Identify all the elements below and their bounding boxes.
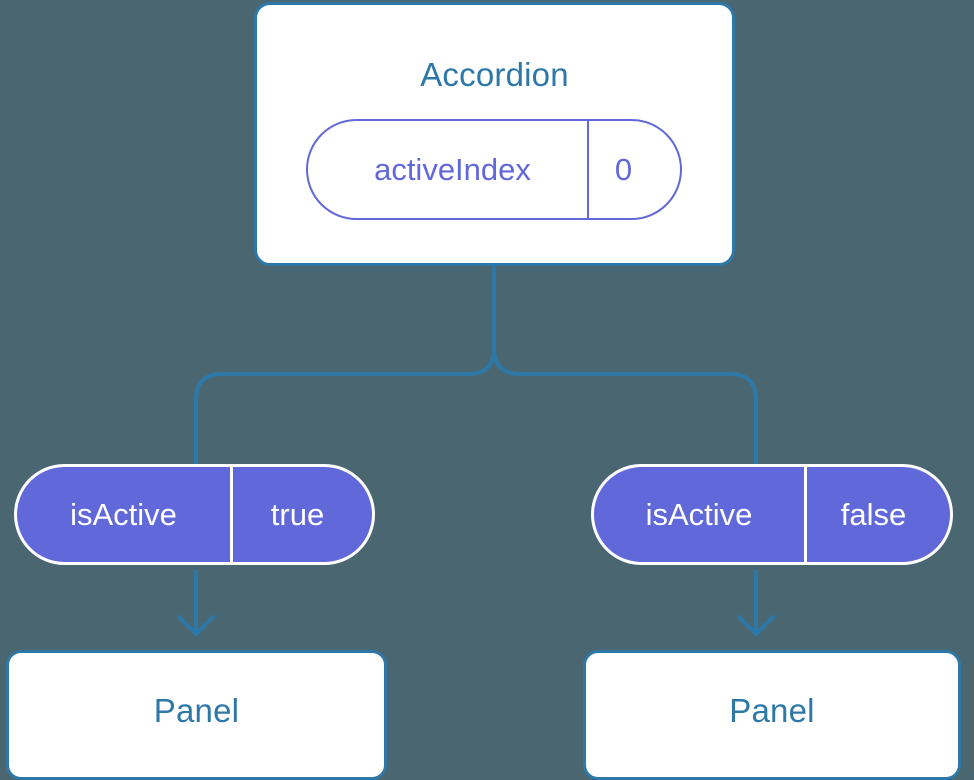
prop-pill-is-active-false-value: false [840, 496, 907, 532]
arrow-down-icon-right [737, 615, 775, 636]
prop-pill-active-index-value: 0 [614, 151, 633, 187]
prop-pill-active-index-key: activeIndex [308, 121, 589, 218]
node-accordion-title: Accordion [420, 56, 569, 93]
connector-branch-left [194, 346, 496, 466]
prop-pill-is-active-false-key: isActive [594, 467, 807, 562]
prop-pill-is-active-false[interactable]: isActive false [591, 464, 953, 565]
arrow-down-icon-left [177, 615, 215, 636]
node-panel-right[interactable]: Panel [583, 650, 961, 780]
node-accordion[interactable]: Accordion [254, 2, 735, 266]
prop-pill-is-active-true[interactable]: isActive true [14, 464, 375, 565]
prop-pill-is-active-true-value: true [270, 496, 325, 532]
prop-pill-active-index[interactable]: activeIndex 0 [306, 119, 682, 220]
node-panel-left-title: Panel [153, 691, 240, 729]
connector-branch-right [492, 346, 758, 466]
prop-pill-is-active-true-key: isActive [17, 467, 233, 562]
node-panel-right-title: Panel [729, 691, 815, 729]
node-panel-left[interactable]: Panel [6, 650, 387, 780]
